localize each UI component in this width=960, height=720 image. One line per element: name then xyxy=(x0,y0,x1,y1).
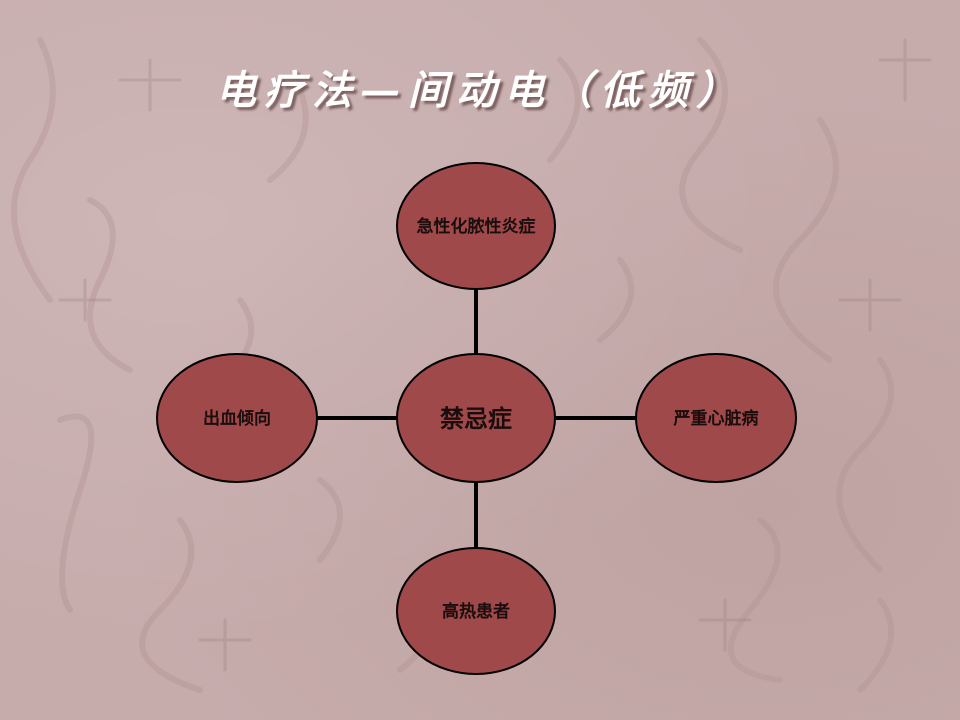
node-left: 出血倾向 xyxy=(156,353,318,483)
node-top: 急性化脓性炎症 xyxy=(396,162,556,290)
node-bottom-shape xyxy=(396,547,556,675)
node-bottom: 高热患者 xyxy=(396,547,556,675)
slide-title: 电疗法—间动电（低频） xyxy=(216,67,744,114)
node-left-shape xyxy=(156,353,318,483)
node-right-label: 严重心脏病 xyxy=(674,408,759,429)
node-center-label: 禁忌症 xyxy=(440,404,512,433)
connectors xyxy=(316,288,638,548)
node-bottom-label: 高热患者 xyxy=(442,601,510,622)
node-top-label: 急性化脓性炎症 xyxy=(417,216,536,237)
node-center: 禁忌症 xyxy=(396,353,556,483)
node-top-shape xyxy=(396,162,556,290)
node-left-label: 出血倾向 xyxy=(203,408,271,429)
node-right: 严重心脏病 xyxy=(635,353,797,483)
node-center-shape xyxy=(396,353,556,483)
node-right-shape xyxy=(635,353,797,483)
